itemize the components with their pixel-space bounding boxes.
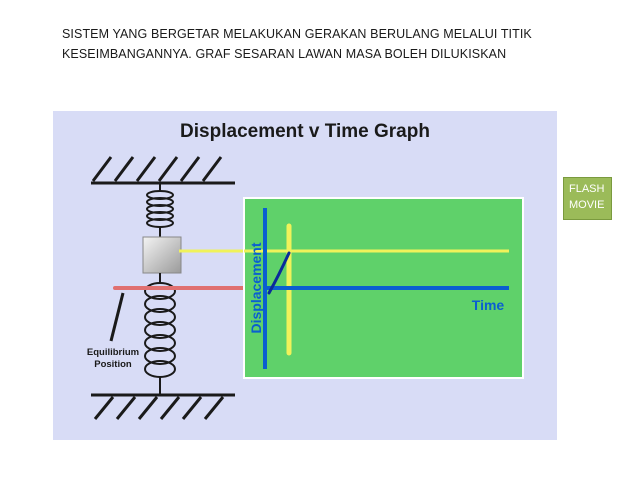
diagram-title: Displacement v Time Graph bbox=[180, 121, 430, 142]
diagram-panel: Displacement v Time Graph bbox=[53, 111, 557, 440]
floor-support bbox=[91, 393, 235, 420]
lower-spring bbox=[144, 273, 176, 395]
flash-movie-label-1: FLASH bbox=[569, 183, 605, 195]
slide-text-line-1: SISTEM YANG BERGETAR MELAKUKAN GERAKAN B… bbox=[62, 27, 532, 41]
displacement-curve bbox=[267, 251, 291, 295]
upper-spring bbox=[146, 183, 174, 237]
flash-movie-button[interactable]: FLASH MOVIE bbox=[563, 177, 612, 220]
equilibrium-pointer bbox=[109, 292, 125, 342]
mass-block bbox=[142, 236, 182, 274]
slide-text: SISTEM YANG BERGETAR MELAKUKAN GERAKAN B… bbox=[62, 24, 582, 64]
diagram-svg: Displacement v Time Graph bbox=[87, 121, 524, 420]
equilibrium-label-1: Equilibrium bbox=[87, 347, 139, 358]
flash-movie-label-2: MOVIE bbox=[569, 199, 605, 211]
x-axis-label: Time bbox=[472, 297, 505, 313]
y-axis-label: Displacement bbox=[248, 242, 264, 333]
slide-text-line-2: KESEIMBANGANNYA. GRAF SESARAN LAWAN MASA… bbox=[62, 47, 507, 61]
ceiling-support bbox=[91, 156, 235, 185]
equilibrium-label-2: Position bbox=[94, 359, 132, 370]
